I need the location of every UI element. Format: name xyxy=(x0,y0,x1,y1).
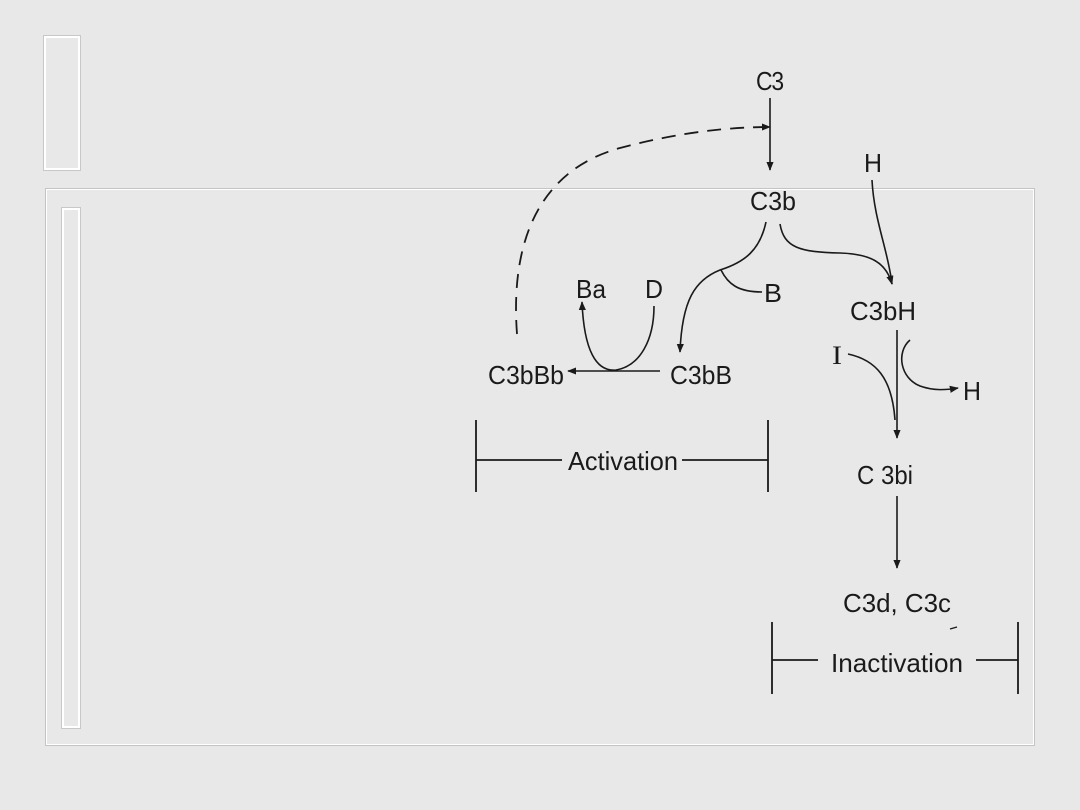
arrow-c3b-to-c3bh xyxy=(779,223,894,285)
slide-side-bar xyxy=(62,208,80,728)
node-c3: C3 xyxy=(756,68,784,97)
factor-b-input xyxy=(720,269,763,293)
phase-inactivation-label: Inactivation xyxy=(831,648,963,678)
small-mark xyxy=(949,626,958,630)
dashed-feedback-arrow xyxy=(515,123,771,335)
node-c3b: C3b xyxy=(750,186,796,216)
node-h-top: H xyxy=(864,148,882,178)
node-c3bi: C 3bi xyxy=(857,460,913,490)
node-i: I xyxy=(832,341,842,370)
node-b: B xyxy=(764,278,782,308)
node-h-right: H xyxy=(963,376,981,406)
factor-i-input xyxy=(847,353,896,421)
node-c3bbb: C3bBb xyxy=(488,360,564,390)
node-c3d-c3c: C3d, C3c xyxy=(843,588,951,618)
node-c3bh: C3bH xyxy=(850,296,916,326)
node-ba: Ba xyxy=(576,274,606,304)
factor-h-release xyxy=(901,339,959,393)
node-d: D xyxy=(645,274,663,304)
slide-top-tab xyxy=(44,36,80,170)
node-c3bb: C3bB xyxy=(670,360,732,390)
arrow-h-to-c3bh xyxy=(871,179,893,285)
slide-content-frame xyxy=(45,188,1035,746)
factor-d-cleavage-loop xyxy=(578,301,655,371)
arrow-c3b-to-c3bb xyxy=(676,221,767,353)
phase-activation-label: Activation xyxy=(568,446,678,476)
